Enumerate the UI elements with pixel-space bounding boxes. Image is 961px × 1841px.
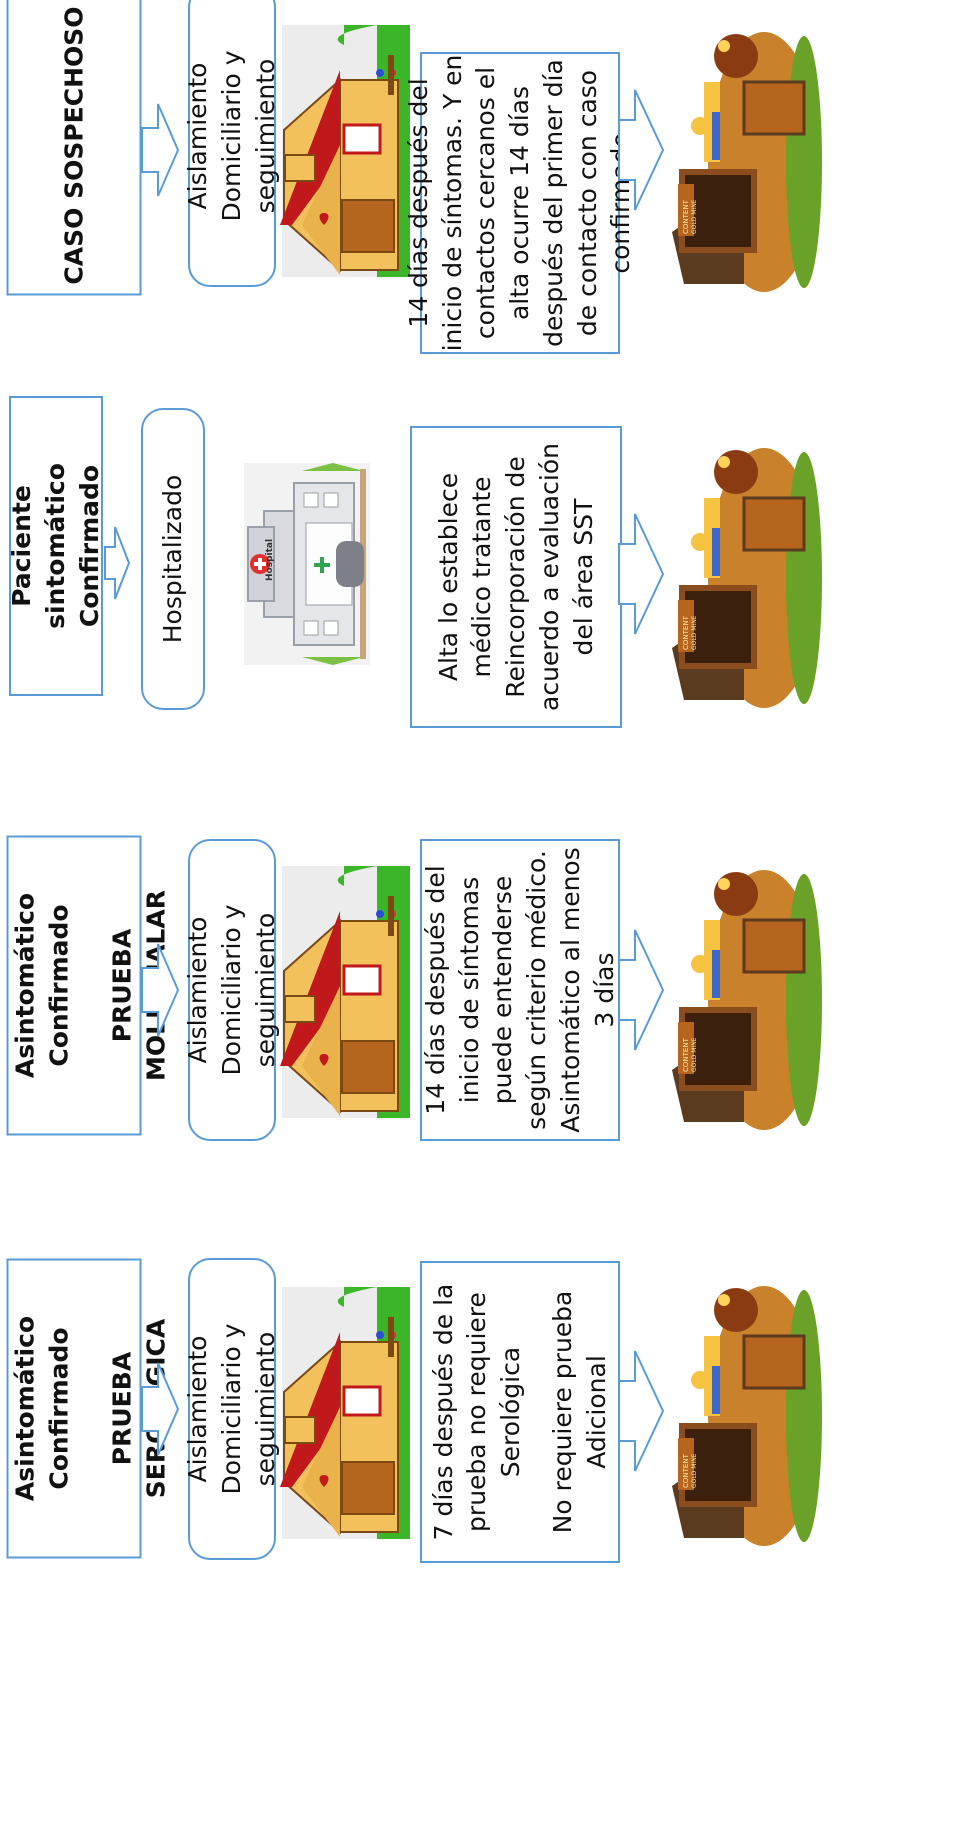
header-box-caso-sospechoso: CASO SOSPECHOSO — [6, 0, 142, 296]
arrow-right-icon — [141, 943, 180, 1037]
mine-sign-goldmine: GOLD MINE — [691, 199, 698, 234]
house-icon — [280, 25, 410, 277]
mine-sign-content: CONTENT — [682, 1453, 690, 1488]
header-line: Paciente Asintomático — [0, 1315, 40, 1502]
action-box-prueba-molecular: Aislamiento Domiciliario y seguimiento — [183, 839, 280, 1141]
outcome-box-sintomatico: Alta lo establece médico tratante Reinco… — [410, 426, 622, 728]
header-box-sintomatico: Paciente sintomático Confirmado — [7, 396, 104, 696]
mine-worker-icon: CONTENT GOLD MINE — [672, 870, 822, 1130]
outcome-text: Alta lo establece médico tratante Reinco… — [432, 428, 601, 726]
mine-sign-content: CONTENT — [682, 615, 690, 650]
arrow-right-icon — [618, 513, 665, 635]
arrow-right-icon — [618, 1350, 665, 1472]
mine-sign-content: CONTENT — [682, 1037, 690, 1072]
spacer — [76, 1261, 106, 1557]
hospital-sign-text: Hospital — [265, 539, 275, 581]
mine-sign-goldmine: GOLD MINE — [691, 615, 698, 650]
mine-worker-icon: CONTENT GOLD MINE — [672, 448, 822, 708]
outcome-text: 7 días después de la prueba no requiere … — [427, 1263, 614, 1561]
arrow-right-icon — [141, 1362, 180, 1456]
outcome-line: Alta lo establece médico tratante Reinco… — [433, 443, 598, 711]
house-icon — [280, 866, 410, 1118]
header-box-prueba-molecular: Paciente Asintomático Confirmado PRUEBA … — [0, 835, 171, 1136]
header-box-prueba-serologica: Paciente Asintomático Confirmado PRUEBA … — [0, 1258, 171, 1559]
arrow-right-icon — [618, 89, 665, 211]
header-line: CASO SOSPECHOSO — [59, 6, 89, 285]
outcome-text: 14 días después del inicio de síntomas p… — [419, 841, 622, 1139]
mine-sign-goldmine: GOLD MINE — [691, 1037, 698, 1072]
hospital-icon: Hospital — [244, 463, 370, 665]
header-line: Confirmado — [44, 904, 74, 1067]
header-line: Confirmado — [44, 1327, 74, 1490]
header-text: Paciente sintomático Confirmado — [5, 398, 106, 694]
arrow-right-icon — [618, 929, 665, 1051]
outcome-line: 14 días después del inicio de síntomas p… — [420, 847, 619, 1133]
spacer — [76, 838, 106, 1134]
header-line: Paciente Asintomático — [0, 892, 40, 1079]
mine-worker-icon: CONTENT GOLD MINE — [672, 32, 822, 292]
header-text: CASO SOSPECHOSO — [57, 6, 91, 284]
outcome-text: 14 días después del inicio de síntomas. … — [402, 54, 638, 352]
action-text: Aislamiento Domiciliario y seguimiento — [183, 904, 280, 1076]
outcome-box-prueba-serologica: 7 días después de la prueba no requiere … — [420, 1261, 620, 1563]
action-box-prueba-serologica: Aislamiento Domiciliario y seguimiento — [183, 1258, 280, 1560]
spacer — [528, 1263, 546, 1561]
action-box-hospitalizado: Hospitalizado — [141, 408, 205, 710]
mine-worker-icon: CONTENT GOLD MINE — [672, 1286, 822, 1546]
mine-sign-content: CONTENT — [682, 199, 690, 234]
action-box-caso-sospechoso: Aislamiento Domiciliario y seguimiento — [183, 0, 280, 287]
action-text: Hospitalizado — [158, 474, 188, 644]
arrow-right-icon — [141, 103, 180, 197]
header-line: Paciente sintomático — [7, 463, 71, 629]
mine-sign-goldmine: GOLD MINE — [691, 1453, 698, 1488]
outcome-box-prueba-molecular: 14 días después del inicio de síntomas p… — [420, 839, 620, 1141]
arrow-right-icon — [104, 526, 131, 600]
action-text: Aislamiento Domiciliario y seguimiento — [183, 50, 280, 222]
outcome-box-caso-sospechoso: 14 días después del inicio de síntomas. … — [404, 52, 635, 354]
header-line: Confirmado — [74, 464, 104, 628]
outcome-line: 7 días después de la prueba no requiere … — [428, 1283, 526, 1541]
outcome-line: 14 días después del inicio de síntomas. … — [403, 54, 636, 352]
outcome-line: No requiere prueba Adicional — [547, 1290, 611, 1534]
house-icon — [280, 1287, 410, 1539]
action-text: Aislamiento Domiciliario y seguimiento — [183, 1323, 280, 1495]
